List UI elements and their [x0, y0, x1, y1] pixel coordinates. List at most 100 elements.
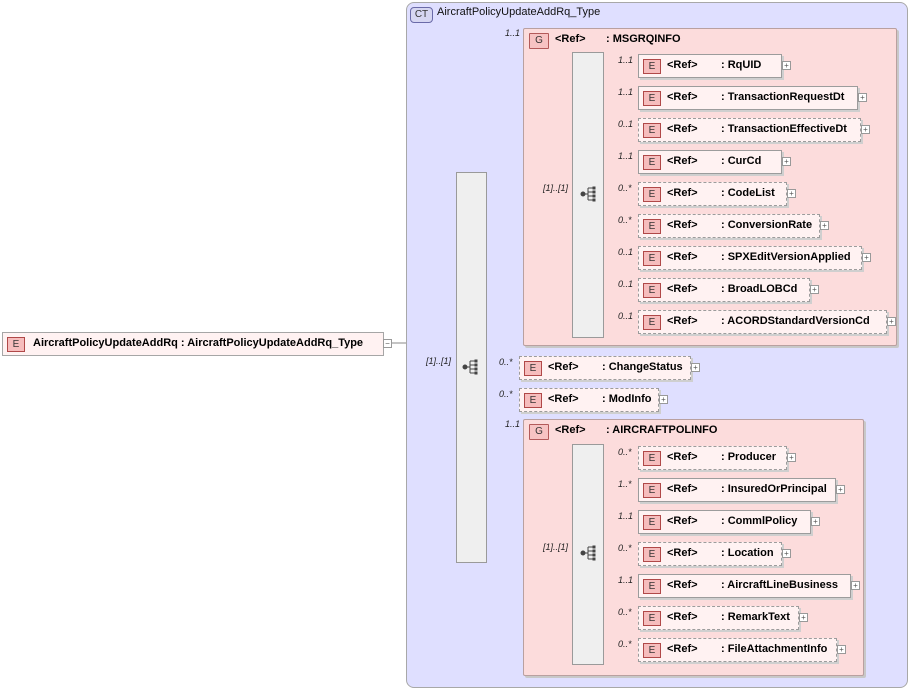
element-modinfo[interactable]: E<Ref>: ModInfo	[519, 388, 659, 412]
expand-icon[interactable]: +	[787, 189, 796, 198]
sequence-icon	[580, 186, 596, 202]
element-name: : SPXEditVersionApplied	[721, 251, 851, 263]
group-badge: G	[529, 33, 549, 49]
element-badge: E	[524, 393, 542, 408]
expand-icon[interactable]: +	[659, 395, 668, 404]
element-badge: E	[7, 337, 25, 352]
element-cardinality: 0..1	[618, 311, 634, 321]
element-cardinality: 1..1	[618, 575, 634, 585]
element-ref: <Ref>	[667, 547, 698, 559]
element-rquid[interactable]: E<Ref>: RqUID	[638, 54, 782, 78]
element-ref: <Ref>	[667, 483, 698, 495]
collapse-icon[interactable]: −	[383, 339, 392, 348]
group-name[interactable]: : MSGRQINFO	[606, 33, 681, 45]
expand-icon[interactable]: +	[862, 253, 871, 262]
element-cardinality: 1..1	[618, 55, 634, 65]
expand-icon[interactable]: +	[836, 485, 845, 494]
element-insuredorprincipal[interactable]: E <Ref> : InsuredOrPrincipal	[638, 478, 836, 502]
element-badge: E	[643, 611, 661, 626]
group-badge: G	[529, 424, 549, 440]
element-curcd[interactable]: E<Ref>: CurCd	[638, 150, 782, 174]
element-cardinality: 0..1	[618, 119, 634, 129]
element-name: : CurCd	[721, 155, 762, 167]
complex-type-name: AircraftPolicyUpdateAddRq_Type	[437, 6, 601, 18]
element-badge: E	[643, 283, 661, 298]
main-sequence[interactable]	[456, 172, 487, 563]
group-msgrqinfo-cardinality: 1..1	[505, 28, 521, 38]
expand-icon[interactable]: +	[811, 517, 820, 526]
expand-icon[interactable]: +	[820, 221, 829, 230]
group-name[interactable]: : AIRCRAFTPOLINFO	[606, 424, 718, 436]
element-name: : TransactionEffectiveDt	[721, 123, 847, 135]
element-badge: E	[643, 515, 661, 530]
expand-icon[interactable]: +	[787, 453, 796, 462]
element-name: : Location	[721, 547, 774, 559]
expand-icon[interactable]: +	[782, 61, 791, 70]
element-badge: E	[643, 59, 661, 74]
expand-icon[interactable]: +	[810, 285, 819, 294]
element-remarktext[interactable]: E <Ref> : RemarkText	[638, 606, 799, 630]
element-badge: E	[643, 123, 661, 138]
expand-icon[interactable]: +	[799, 613, 808, 622]
complex-type-badge: CT	[410, 7, 433, 23]
expand-icon[interactable]: +	[837, 645, 846, 654]
element-ref: <Ref>	[667, 155, 698, 167]
element-name: : ConversionRate	[721, 219, 813, 231]
element-ref: <Ref>	[667, 611, 698, 623]
element-aircraftlinebusiness[interactable]: E<Ref>: AircraftLineBusiness	[638, 574, 851, 598]
element-ref: <Ref>	[548, 393, 579, 405]
element-name: : RemarkText	[721, 611, 790, 623]
element-cardinality: 1..*	[618, 479, 632, 489]
expand-icon[interactable]: +	[861, 125, 870, 134]
root-element[interactable]: E AircraftPolicyUpdateAddRq : AircraftPo…	[2, 332, 384, 356]
element-ref: <Ref>	[667, 187, 698, 199]
element-ref: <Ref>	[667, 219, 698, 231]
element-acordstandardversioncd[interactable]: E<Ref>: ACORDStandardVersionCd	[638, 310, 887, 334]
expand-icon[interactable]: +	[782, 549, 791, 558]
sequence-icon	[462, 359, 478, 375]
group-ref: <Ref>	[555, 424, 586, 436]
element-conversionrate[interactable]: E <Ref> : ConversionRate	[638, 214, 820, 238]
element-broadlobcd[interactable]: E<Ref>: BroadLOBCd	[638, 278, 810, 302]
element-commlpolicy[interactable]: E<Ref>: CommlPolicy	[638, 510, 811, 534]
element-ref: <Ref>	[667, 91, 698, 103]
element-name: : InsuredOrPrincipal	[721, 483, 827, 495]
element-fileattachmentinfo[interactable]: E<Ref>: FileAttachmentInfo	[638, 638, 837, 662]
element-ref: <Ref>	[667, 579, 698, 591]
element-producer[interactable]: E<Ref>: Producer	[638, 446, 787, 470]
element-transactioneffectivedt[interactable]: E <Ref> : TransactionEffectiveDt	[638, 118, 861, 142]
element-name: : ACORDStandardVersionCd	[721, 315, 870, 327]
expand-icon[interactable]: +	[782, 157, 791, 166]
element-cardinality: 0..1	[618, 279, 634, 289]
element-spxeditversionapplied[interactable]: E<Ref>: SPXEditVersionApplied	[638, 246, 862, 270]
element-codelist[interactable]: E<Ref>: CodeList	[638, 182, 787, 206]
group-ref: <Ref>	[555, 33, 586, 45]
group-aircraftpolinfo-cardinality: 1..1	[505, 419, 521, 429]
element-ref: <Ref>	[667, 643, 698, 655]
expand-icon[interactable]: +	[887, 317, 896, 326]
element-badge: E	[643, 251, 661, 266]
element-name: : ChangeStatus	[602, 361, 683, 373]
element-transactionrequestdt[interactable]: E <Ref> : TransactionRequestDt	[638, 86, 858, 110]
element-badge: E	[643, 451, 661, 466]
element-name: : BroadLOBCd	[721, 283, 798, 295]
expand-icon[interactable]: +	[691, 363, 700, 372]
element-badge: E	[643, 91, 661, 106]
expand-icon[interactable]: +	[858, 93, 867, 102]
element-cardinality: 0..*	[618, 447, 632, 457]
element-name: : FileAttachmentInfo	[721, 643, 828, 655]
expand-icon[interactable]: +	[851, 581, 860, 590]
element-badge: E	[643, 219, 661, 234]
element-changestatus[interactable]: E<Ref>: ChangeStatus	[519, 356, 691, 380]
element-badge: E	[643, 315, 661, 330]
element-location[interactable]: E<Ref>: Location	[638, 542, 782, 566]
element-name: : TransactionRequestDt	[721, 91, 845, 103]
element-ref: <Ref>	[667, 123, 698, 135]
aircraftpolinfo-sequence-cardinality: [1]..[1]	[543, 542, 569, 552]
element-badge: E	[643, 483, 661, 498]
element-cardinality: 0..*	[499, 389, 513, 399]
element-cardinality: 0..*	[618, 639, 632, 649]
element-cardinality: 0..*	[618, 543, 632, 553]
element-name: : CodeList	[721, 187, 775, 199]
element-cardinality: 0..*	[618, 215, 632, 225]
